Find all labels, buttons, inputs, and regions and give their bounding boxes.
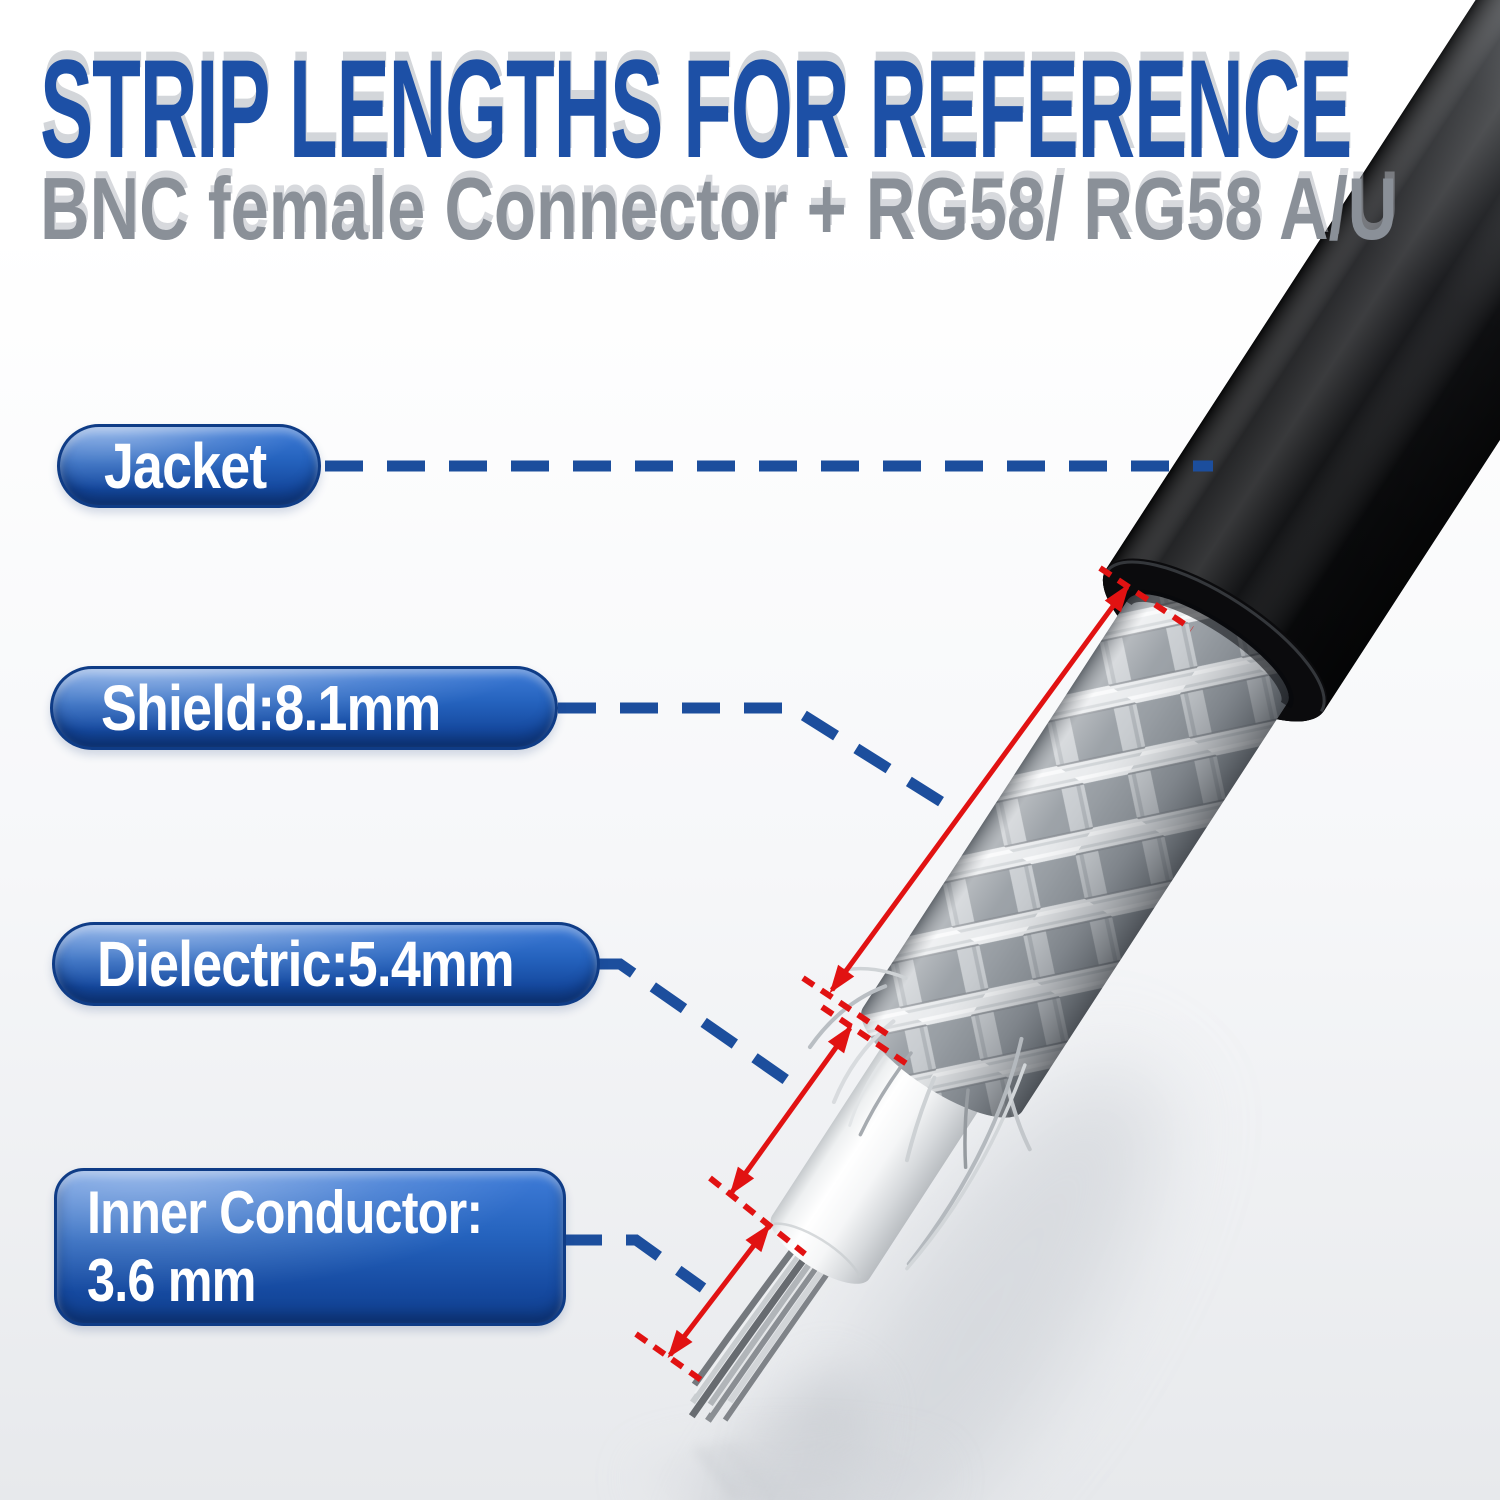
tick-jacket-edge [1098,565,1194,632]
inner-conductor-measure-arrow [667,1223,771,1359]
measurement-annotations [634,565,1194,1385]
callout-shield: Shield:8.1mm [50,666,558,750]
callout-shield-label: Shield:8.1mm [101,672,441,744]
callout-inner-conductor-label-line2: 3.6 mm [87,1247,256,1314]
surface-reflection-glow [640,1452,940,1500]
tick-dielectric-start [820,1004,912,1069]
dielectric-leader-line [598,958,799,1091]
tick-shield-end [801,975,895,1041]
page-subtitle: BNC female Connector + RG58/ RG58 A/U [40,159,1398,258]
measurement-arrows [667,583,1130,1359]
callout-inner-conductor-label-line1: Inner Conductor: [87,1179,483,1246]
callout-dielectric: Dielectric:5.4mm [52,922,600,1006]
page-title: STRIP LENGTHS FOR REFERENCE [40,30,1352,187]
callout-jacket-label: Jacket [104,430,267,502]
dielectric-measure-arrow [729,1024,853,1196]
shield-leader-line [558,702,951,811]
measurement-ticks [634,565,1194,1385]
callout-jacket: Jacket [57,424,321,508]
callout-dielectric-label: Dielectric:5.4mm [97,928,515,1000]
callout-inner-conductor: Inner Conductor: 3.6 mm [54,1168,566,1326]
tick-conductor-end [634,1331,706,1385]
shield-measure-arrow [829,583,1130,994]
